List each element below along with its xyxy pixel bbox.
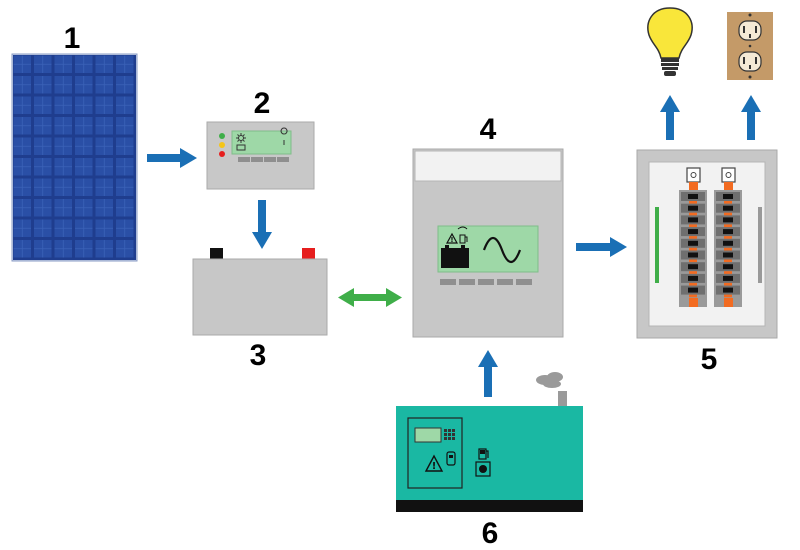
exhaust-smoke — [536, 372, 563, 388]
breaker-handle — [688, 205, 698, 211]
arrow-panel-to-controller — [147, 148, 197, 168]
breaker-tab — [724, 236, 732, 239]
arrow-battery-inverter — [338, 288, 402, 307]
breaker-handle — [688, 229, 698, 235]
fuel-cap — [475, 461, 491, 477]
breaker-handle — [688, 275, 698, 281]
breaker-tab — [724, 271, 732, 274]
controller-buttons — [238, 157, 289, 162]
breaker-tab — [689, 271, 697, 274]
breaker-tab — [689, 247, 697, 251]
breaker-tab — [689, 282, 697, 286]
breaker-handle — [688, 240, 698, 246]
generator-screen — [414, 427, 442, 443]
breaker-handle — [688, 194, 698, 199]
inverter-buttons — [440, 279, 532, 285]
curve-icon — [457, 226, 468, 230]
breaker-handle — [723, 194, 733, 199]
status-led-red — [219, 151, 225, 157]
arrow-panel-to-light — [660, 95, 680, 140]
label-generator: 6 — [482, 517, 499, 550]
battery — [192, 248, 328, 336]
warning-icon: ! — [424, 454, 444, 472]
arrow-panel-to-outlet — [741, 95, 761, 140]
breaker-handle — [723, 229, 733, 235]
status-led-green — [219, 133, 225, 139]
sine-wave-icon — [482, 236, 522, 264]
breaker-handle — [723, 252, 733, 258]
breaker-tab — [724, 294, 732, 298]
breaker-handle — [688, 264, 698, 270]
breaker-tab — [724, 201, 732, 204]
label-battery: 3 — [250, 339, 267, 372]
breaker-tab — [689, 201, 697, 204]
generator: ! — [396, 372, 583, 512]
generator-switch — [446, 451, 456, 466]
charge-controller — [206, 121, 315, 190]
breaker-handle — [723, 287, 733, 293]
breaker-panel — [636, 149, 778, 339]
breaker-tab — [724, 259, 732, 263]
battery-icon — [236, 144, 246, 151]
breaker-tab — [689, 212, 697, 216]
breaker-tab — [689, 294, 697, 298]
svg-text:!: ! — [432, 461, 437, 472]
breaker-handle — [688, 217, 698, 223]
arrow-inverter-to-panel — [576, 237, 627, 257]
breakers — [681, 192, 740, 298]
breaker-handle — [688, 287, 698, 293]
warning-icon: ! — [445, 232, 459, 244]
label-breaker-panel: 5 — [701, 343, 718, 376]
solar-panel — [11, 53, 138, 262]
breaker-tab — [724, 282, 732, 286]
breaker-tab — [689, 236, 697, 239]
label-inverter: 4 — [480, 113, 497, 146]
fuel-pump-small-icon — [459, 234, 468, 244]
breaker-tab — [724, 212, 732, 216]
label-solar-panel: 1 — [64, 22, 81, 55]
inverter: ! — [412, 148, 564, 338]
breaker-handle — [688, 252, 698, 258]
breaker-handle — [723, 217, 733, 223]
svg-text:!: ! — [450, 236, 453, 244]
arrow-controller-to-battery — [252, 200, 272, 249]
generator-keypad — [444, 429, 455, 440]
status-led-yellow — [219, 142, 225, 148]
breaker-tab — [724, 224, 732, 228]
indicator-bar-gray — [758, 207, 762, 283]
sun-icon — [236, 133, 246, 143]
label-charge-controller: 2 — [254, 87, 271, 120]
breaker-handle — [723, 275, 733, 281]
breaker-handle — [723, 240, 733, 246]
fuel-icon — [478, 448, 489, 460]
breaker-tab — [689, 259, 697, 263]
outlet-icon — [727, 12, 773, 80]
indicator-bar-green — [655, 207, 659, 283]
arrow-generator-to-inverter — [478, 350, 498, 397]
breaker-handle — [723, 264, 733, 270]
exhaust-pipe — [558, 391, 567, 408]
breaker-tab — [724, 247, 732, 251]
battery-display-icon — [441, 248, 469, 268]
bulb-small-icon — [280, 127, 288, 145]
controller-screen — [231, 130, 292, 155]
breaker-handle — [723, 205, 733, 211]
light-bulb-icon — [647, 7, 693, 76]
breaker-tab — [689, 224, 697, 228]
